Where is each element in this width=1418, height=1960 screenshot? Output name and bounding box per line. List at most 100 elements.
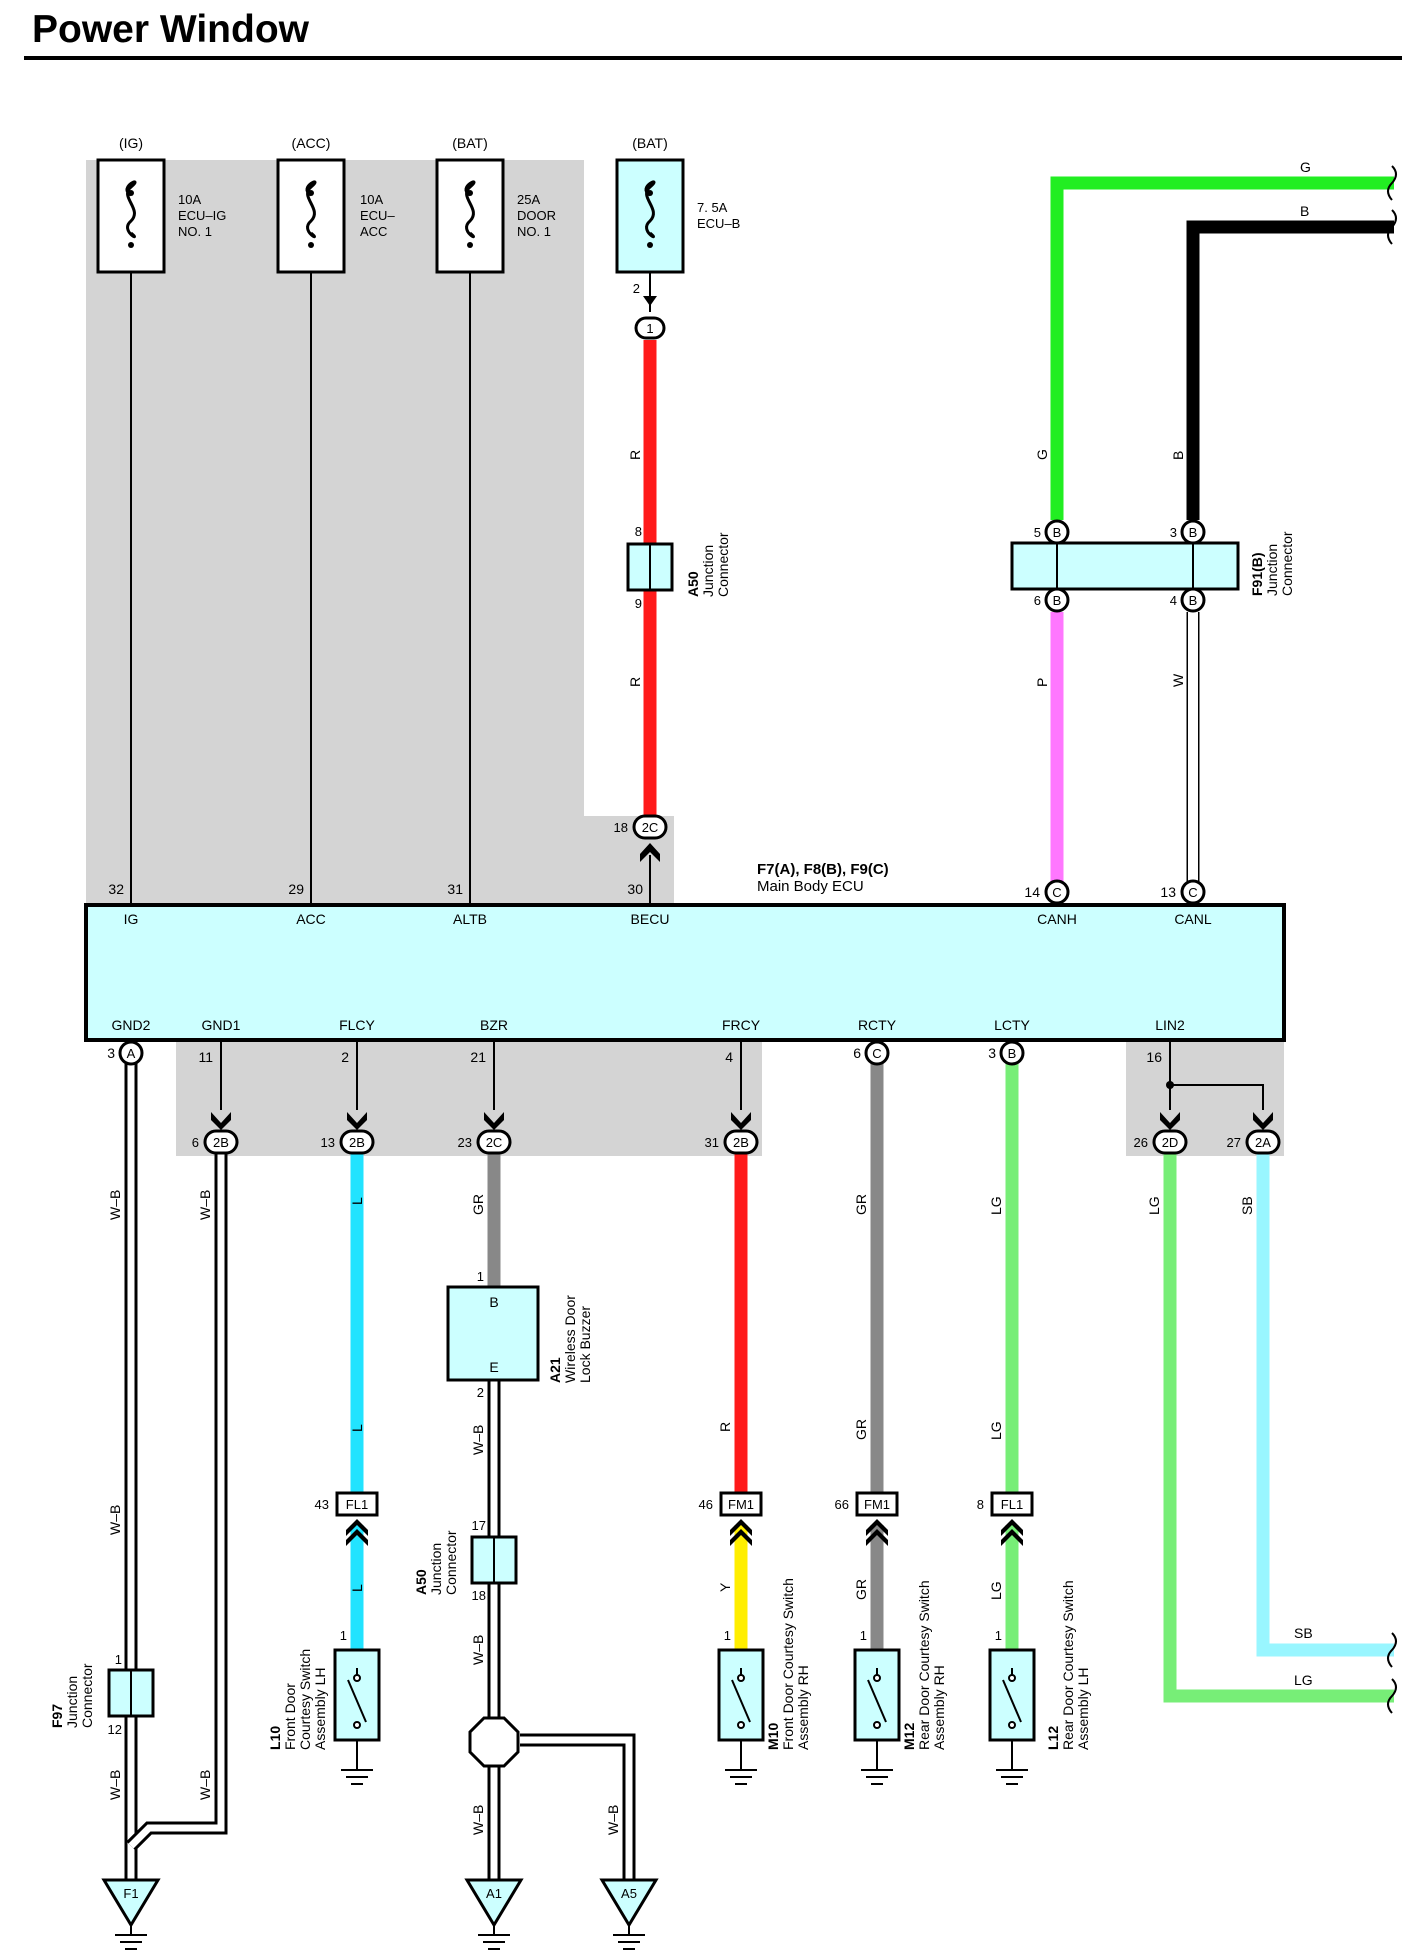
connector-chevron [1001,1519,1023,1546]
wire-label: LG [988,1421,1004,1440]
connector-code: A50 [413,1569,429,1595]
ecu-pin-label: GND2 [112,1017,151,1033]
pin-number: 2 [477,1385,484,1400]
pin-marker-letter: B [1008,1046,1017,1061]
ecu-pin-label: IG [124,911,139,927]
switch-code: L10 [267,1726,283,1750]
ground-triangle [101,1878,161,1928]
wire-label: W–B [107,1770,123,1800]
ecu-pin-number: 2 [341,1049,349,1065]
connector-name-line: Connector [715,532,731,597]
wire-label: R [627,450,643,460]
pin-marker-letter: B [1189,593,1198,608]
pin-marker [1180,587,1206,613]
wire-label: W–B [197,1770,213,1800]
ecu-pin-number: 3 [107,1045,115,1061]
junction-block-2c-18: 2C 18 [614,814,668,862]
fuse-rating-line: NO. 1 [517,224,551,239]
connector-chevron [484,1112,504,1130]
wire-label: R [627,677,643,687]
fuse-rating-line: ECU–B [697,216,740,231]
wire-label: L [349,1584,365,1592]
pin-number: 3 [1170,525,1177,540]
wire-label: W–B [107,1190,123,1220]
wire-label: L [349,1197,365,1205]
fuse-node [128,242,134,248]
pin-number: 2 [633,281,640,296]
inline-connector-box [855,1491,899,1517]
wire-label: GR [853,1194,869,1215]
switch-m10: 1 M10 Front Door Courtesy Switch Assembl… [717,1578,811,1750]
buzzer-code: A21 [547,1357,563,1383]
switch-node [873,1721,881,1729]
ecu-pin-number: 16 [1146,1049,1162,1065]
pin-marker [118,1040,144,1066]
ecu-pin-label: RCTY [858,1017,897,1033]
pin-marker [1180,519,1206,545]
fuse-source: (IG) [119,135,143,151]
wire-label: W–B [470,1805,486,1835]
switch-l10: 1 L10 Front Door Courtesy Switch Assembl… [267,1628,381,1750]
pin-number: 12 [108,1722,122,1737]
pin-oval-outline [634,316,666,340]
connector-name-line: Connector [443,1530,459,1595]
pin-number: 1 [724,1628,731,1643]
wire-label: W–B [470,1425,486,1455]
wire-label: SB [1239,1196,1255,1215]
connector-chevron [731,1112,751,1130]
break-mark-b [1387,209,1397,245]
junction-block-2d-26: 2D 26 [1134,1112,1188,1155]
inline-connector-pin: 66 [835,1497,849,1512]
fuse-rating-line: DOOR [517,208,556,223]
pin-number: 1 [115,1652,122,1667]
ecu-pin-label: ACC [296,911,326,927]
jb-oval-label: 2D [1162,1135,1179,1150]
switch-caption: M12 Rear Door Courtesy Switch Assembly R… [901,1580,947,1750]
ground-label: A1 [486,1886,502,1901]
wire-green-g [1050,176,1394,520]
connector-code: F97 [49,1704,65,1728]
jb-oval-label: 2B [349,1135,365,1150]
connector-code: A50 [685,571,701,597]
pin-number: 1 [860,1628,867,1643]
wire-label: LG [1146,1196,1162,1215]
inline-connector-label: FM1 [728,1497,754,1512]
wire-label: P [1034,678,1050,687]
fuse-symbol [305,180,317,239]
ground-label: F1 [123,1886,138,1901]
connector-chevron [1160,1112,1180,1130]
ecu-pin-number: 29 [288,881,304,897]
jb-pin-number: 6 [192,1135,199,1150]
splice-node [1166,1081,1174,1089]
connector-name-line: Junction [1264,544,1280,596]
junction-block-shade-bottom-1 [176,1040,762,1156]
fuse-rating-line: 10A [360,192,383,207]
wire-wb-gnd1 [128,1152,225,1849]
wire-color-labels: R R G B P W G B W–B W–B L GR R GR LG LG … [107,159,1313,1835]
fuse-symbol [125,180,137,239]
header: Power Window [0,0,1418,70]
ecu-box [84,903,1286,1042]
fuse-source: (BAT) [632,135,668,151]
inline-connector-fm1-46: FM1 46 [699,1491,763,1546]
connector-name-line: Junction [64,1676,80,1728]
junction-block-row: 2B 6 2B 13 2C 23 2B 31 2D 26 [192,1112,1281,1155]
wire-black-b [1186,220,1394,520]
switch-contact [347,1679,367,1723]
wire-label: LG [988,1581,1004,1600]
pin-number: 9 [635,596,642,611]
connector-caption: F91(B) Junction Connector [1249,531,1295,596]
switch-node [353,1674,361,1682]
wire-wb-gnd1-outline [126,1152,228,1851]
jb-pin-number: 18 [614,820,628,835]
jb-oval [1245,1129,1281,1155]
connector-caption: F97 Junction Connector [49,1663,95,1728]
pin-marker-letter: C [872,1046,881,1061]
fuse-rating-line: 25A [517,192,540,207]
chassis-ground-icon [341,1769,373,1785]
ecu-pin-number: 6 [853,1045,861,1061]
switch-name-line: Assembly LH [1075,1668,1091,1750]
fuse-symbol [644,180,656,239]
junction-block-2b-6: 2B 6 [192,1112,239,1155]
ecu-pin-label: ALTB [453,911,487,927]
